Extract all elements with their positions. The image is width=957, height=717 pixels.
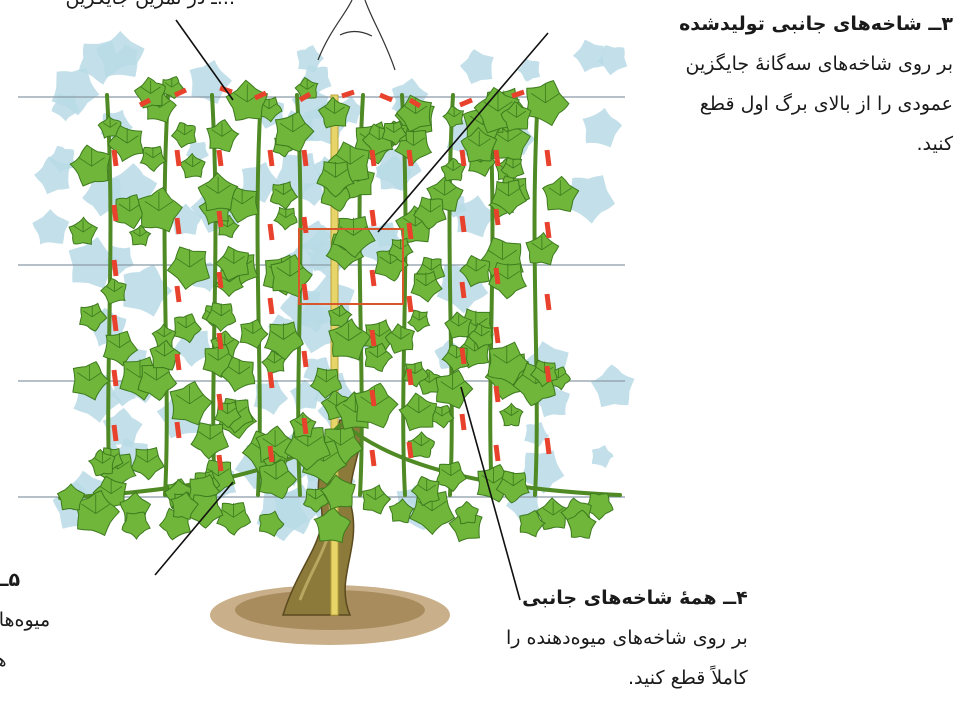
cut-mark — [270, 150, 272, 166]
vine-leaf — [436, 370, 473, 408]
cut-mark — [409, 150, 411, 166]
cut-mark — [270, 224, 272, 240]
vine-leaf — [363, 485, 391, 514]
cut-mark — [304, 150, 306, 166]
label-line: ...ـ در تمرین جایگزین — [0, 0, 235, 18]
shadow-leaf — [573, 40, 604, 73]
vine-leaf — [140, 146, 166, 171]
cut-mark — [270, 446, 272, 462]
cut-mark — [547, 222, 549, 238]
cut-mark — [409, 369, 411, 385]
cut-mark — [304, 418, 306, 434]
label-item-3: ۳ــ شاخه‌های جانبی تولیدشده بر روی شاخه‌… — [679, 4, 953, 164]
cut-mark — [496, 327, 498, 343]
vine-leaf — [365, 343, 392, 371]
label-replacement-shoots: ...ـ در تمرین جایگزین — [0, 0, 235, 18]
cut-mark — [342, 92, 354, 96]
label-line: ۳ــ شاخه‌های جانبی تولیدشده — [679, 4, 953, 44]
cut-mark — [219, 211, 221, 227]
vine-leaf — [217, 503, 251, 535]
cut-mark — [177, 150, 179, 166]
cut-mark — [372, 270, 374, 286]
cut-mark — [114, 370, 116, 386]
cut-mark — [496, 386, 498, 402]
cut-mark — [304, 351, 306, 367]
cut-mark — [496, 209, 498, 225]
label-line: کنید. — [679, 124, 953, 164]
shadow-leaf — [591, 365, 635, 408]
vine-leaf — [240, 319, 268, 348]
shadow-leaf — [32, 209, 69, 245]
cut-mark — [219, 455, 221, 471]
cut-mark — [462, 282, 464, 298]
label-line: ۵ــ شاخه‌هایی که — [0, 560, 122, 600]
cut-mark — [372, 450, 374, 466]
vine-leaf — [526, 233, 559, 265]
vine-shoot — [535, 95, 538, 495]
vine-leaf — [274, 207, 297, 229]
label-item-5: ۵ــ شاخه‌هایی که میوه‌های در حال رسیدن ه… — [0, 560, 122, 680]
cut-mark — [372, 150, 374, 166]
cut-mark — [270, 298, 272, 314]
cut-mark — [380, 95, 392, 100]
cut-mark — [547, 438, 549, 454]
cut-mark — [462, 216, 464, 232]
cut-mark — [547, 366, 549, 382]
vine-leaf — [170, 382, 212, 425]
cut-mark — [462, 414, 464, 430]
cut-mark — [372, 330, 374, 346]
cut-mark — [496, 150, 498, 166]
cut-mark — [177, 422, 179, 438]
label-item-4: ۴ــ همهٔ شاخه‌های جانبی بر روی شاخه‌های … — [506, 578, 748, 698]
label-line: بر روی شاخه‌های میوه‌دهنده را — [506, 618, 748, 658]
vine-leaf — [500, 403, 523, 425]
vine-leaf — [131, 448, 164, 480]
cut-mark — [409, 296, 411, 312]
cut-mark — [219, 333, 221, 349]
cut-mark — [547, 294, 549, 310]
cut-mark — [219, 150, 221, 166]
cut-mark — [462, 150, 464, 166]
cut-mark — [460, 100, 472, 105]
top-twine — [318, 0, 395, 70]
cut-mark — [270, 372, 272, 388]
cut-mark — [114, 150, 116, 166]
cut-mark — [177, 286, 179, 302]
vine-leaf — [408, 310, 430, 332]
cut-mark — [114, 205, 116, 221]
cut-mark — [496, 445, 498, 461]
label-line: میوه‌های در حال رسیدن — [0, 600, 122, 640]
cut-mark — [219, 394, 221, 410]
vine-leaf — [437, 462, 467, 492]
label-line: بر روی شاخه‌های سه‌گانهٔ جایگزین — [679, 44, 953, 84]
label-line: عمودی را از بالای برگ اول قطع — [679, 84, 953, 124]
label-line: کاملاً قطع کنید. — [506, 658, 748, 698]
cut-mark — [547, 150, 549, 166]
vine-leaf — [443, 106, 463, 127]
shadow-leaf — [592, 445, 614, 468]
cut-mark — [219, 272, 221, 288]
cut-mark — [177, 218, 179, 234]
vine-leaf — [526, 81, 569, 126]
shadow-leaf — [460, 49, 494, 84]
cut-mark — [114, 315, 116, 331]
cut-mark — [372, 390, 374, 406]
shadow-leaf — [583, 108, 623, 148]
cut-mark — [496, 268, 498, 284]
cut-mark — [462, 348, 464, 364]
shadow-leaf — [517, 58, 540, 82]
cut-mark — [114, 425, 116, 441]
vine-leaf — [70, 145, 110, 186]
cut-mark — [304, 217, 306, 233]
cut-mark — [409, 223, 411, 239]
cut-mark — [304, 284, 306, 300]
label-line: ۴ــ همهٔ شاخه‌های جانبی — [506, 578, 748, 618]
cut-mark — [409, 442, 411, 458]
cut-mark — [114, 260, 116, 276]
cut-mark — [372, 210, 374, 226]
cut-mark — [177, 354, 179, 370]
label-line: هستند، حذف کنید. — [0, 640, 122, 680]
